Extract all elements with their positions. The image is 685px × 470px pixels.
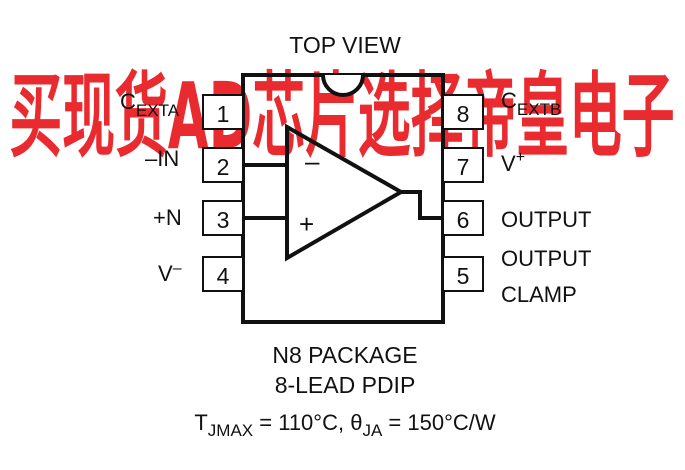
thermal-spec: TJMAX = 110°C, θJA = 150°C/W	[194, 410, 496, 440]
pin-1-number: 1	[217, 101, 230, 127]
pin-4-number: 4	[217, 263, 230, 289]
pin-2-label: –IN	[145, 146, 179, 171]
pin-4-label: V–	[158, 260, 182, 286]
wire-output-to-pin6	[401, 190, 443, 220]
package-name: N8 PACKAGE	[272, 342, 417, 368]
top-view-title: TOP VIEW	[289, 32, 401, 58]
pin-5-label: OUTPUT	[501, 246, 591, 271]
pin-7-label: V+	[501, 149, 525, 176]
pin-3: 3	[202, 200, 244, 236]
pin-2: 2	[202, 147, 244, 183]
pin-5: 5	[442, 256, 484, 292]
internal-wiring	[243, 163, 443, 220]
pin-1-label: CEXTA	[120, 89, 180, 120]
package-notch	[321, 74, 365, 97]
op-amp-plus-symbol: +	[299, 209, 314, 239]
left-pin-labels: CEXTA –IN +N V–	[120, 89, 182, 286]
ic-package-body	[241, 73, 445, 324]
pin-6-number: 6	[457, 207, 470, 233]
pin-3-number: 3	[217, 207, 230, 233]
pin-8: 8	[442, 94, 484, 130]
right-pin-labels: CEXTB V+ OUTPUT OUTPUT CLAMP	[501, 88, 591, 307]
pin-3-label: +N	[153, 205, 182, 230]
pin-4: 4	[202, 256, 244, 292]
pin-8-number: 8	[457, 101, 470, 127]
op-amp-minus-symbol: –	[305, 146, 320, 176]
pin-6: 6	[442, 200, 484, 236]
op-amp-triangle	[285, 123, 406, 262]
pin-1: 1	[202, 94, 244, 130]
pin-5-number: 5	[457, 263, 470, 289]
left-pins: 1 2 3 4	[202, 94, 244, 292]
right-pins: 8 7 6 5	[442, 94, 484, 292]
pin-7: 7	[442, 147, 484, 183]
pin-2-number: 2	[217, 154, 230, 180]
pin-7-number: 7	[457, 154, 470, 180]
package-lead-type: 8-LEAD PDIP	[275, 372, 416, 398]
pin-8-label: CEXTB	[501, 88, 561, 119]
pin-6-label: OUTPUT	[501, 207, 591, 232]
pin-5-label-line2: CLAMP	[501, 282, 577, 307]
op-amp-symbol: – +	[285, 123, 406, 262]
package-footer: N8 PACKAGE 8-LEAD PDIP TJMAX = 110°C, θJ…	[194, 342, 496, 440]
